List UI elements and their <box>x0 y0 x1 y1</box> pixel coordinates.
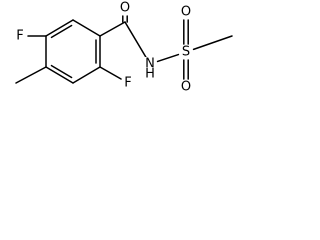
bond-r2-r3 <box>72 19 101 37</box>
bond-r3-c_carbonyl <box>99 21 126 37</box>
atom-background <box>180 80 192 94</box>
bond-c_carbonyl-n_amide <box>124 21 147 58</box>
atom-layer: F F O NH S O O <box>14 1 192 95</box>
atom-background <box>180 45 192 59</box>
atom-label-o_sulfonyl_top: O <box>181 5 191 20</box>
chemical-structure: F F O NH S O O <box>14 1 233 95</box>
bond-s_sulfonyl-c_sulfonyl_methyl <box>192 35 233 51</box>
atom-label-o_sulfonyl_bottom: O <box>181 80 191 95</box>
atom-background <box>180 5 192 19</box>
atom-o_sulfonyl_bottom: O <box>180 80 192 95</box>
bond-r4-f_bottom <box>99 66 122 80</box>
atom-background <box>14 29 26 43</box>
atom-label-f_bottom: F <box>124 76 131 91</box>
bond-r1-r2 <box>45 19 74 37</box>
atom-o_sulfonyl_top: O <box>180 5 192 20</box>
bond-n_amide-s_sulfonyl <box>156 53 180 63</box>
atom-h_amide: H <box>144 67 156 82</box>
bond-r6-c_methyl <box>15 66 47 84</box>
atom-label-o_carbonyl: O <box>120 1 130 16</box>
atom-background <box>144 67 156 81</box>
atom-o_carbonyl: O <box>119 1 131 16</box>
atom-background <box>122 76 134 90</box>
atom-f_bottom: F <box>122 76 134 91</box>
atom-f_top: F <box>14 29 26 44</box>
atom-label-f_top: F <box>16 29 23 44</box>
bond-r5-r6 <box>45 66 74 84</box>
bond-r4-r5 <box>72 66 101 84</box>
atom-label-s_sulfonyl: S <box>182 45 190 60</box>
atom-background <box>119 1 131 15</box>
atom-label-h_amide: H <box>145 67 155 82</box>
bond-layer <box>15 15 233 84</box>
bond-r1-r2-inner <box>50 24 73 39</box>
bond-r5-r6-inner <box>50 64 73 79</box>
atom-label-n_amide: N <box>145 57 155 72</box>
atom-s_sulfonyl: S <box>180 45 192 60</box>
